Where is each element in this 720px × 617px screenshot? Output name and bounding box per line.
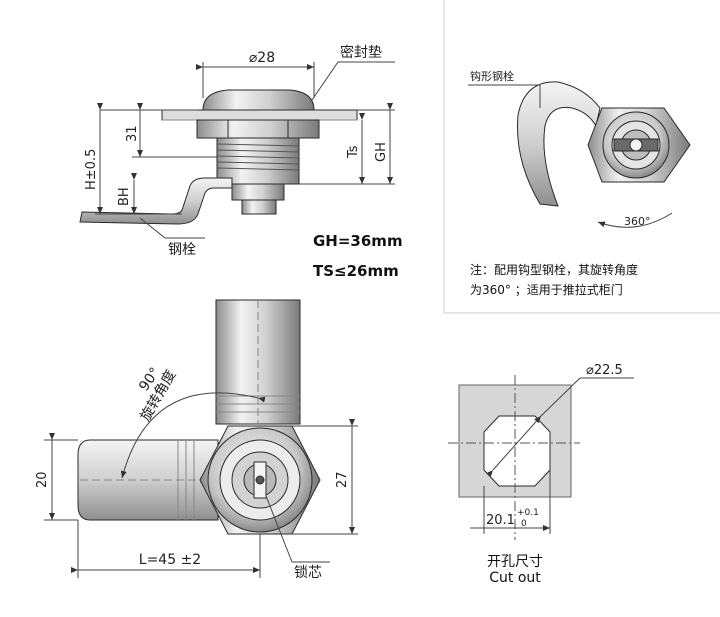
dim-31-label: 31 — [125, 125, 140, 142]
gasket-label: 密封垫 — [340, 44, 382, 61]
dim-bh-label: BH — [117, 187, 132, 206]
cutout-diameter-label: ⌀22.5 — [586, 363, 623, 378]
hook-view — [468, 81, 691, 228]
dim-20-label: 20 — [35, 471, 50, 488]
dim-gh-label: GH — [374, 142, 389, 162]
hook-bolt-label: 钩形钢栓 — [470, 69, 514, 83]
core-label: 锁芯 — [294, 565, 322, 581]
dim-ts-label: Ts — [346, 145, 361, 159]
cutout-caption-cn: 开孔尺寸 — [487, 554, 543, 570]
cutout-caption-en: Cut out — [489, 570, 541, 586]
cutout-tol-lower: 0 — [521, 519, 527, 529]
dim-h-label: H±0.5 — [84, 149, 99, 190]
cutout-width-label: 20.1 — [486, 513, 515, 528]
hook-note-line-2: 为360° ；适用于推拉式柜门 — [470, 283, 623, 297]
front-view — [44, 299, 358, 578]
spec-ts: TS≤26mm — [313, 262, 399, 280]
cutout-view — [448, 375, 634, 540]
spec-gh: GH=36mm — [313, 232, 403, 250]
length-label: L=45 ±2 — [139, 552, 201, 568]
dim-27-label: 27 — [335, 471, 350, 488]
hook-angle-label: 360° — [624, 215, 651, 228]
steel-bolt-label: 钢栓 — [168, 242, 196, 258]
cutout-tol-upper: +0.1 — [517, 508, 539, 518]
side-view — [79, 61, 395, 239]
hook-view-frame — [443, 0, 720, 314]
hook-note-line-1: 注：配用钩型钢栓，其旋转角度 — [470, 263, 639, 277]
hook-note: 注：配用钩型钢栓，其旋转角度 为360° ；适用于推拉式柜门 — [470, 260, 638, 300]
side-diameter-label: ⌀28 — [249, 50, 275, 66]
